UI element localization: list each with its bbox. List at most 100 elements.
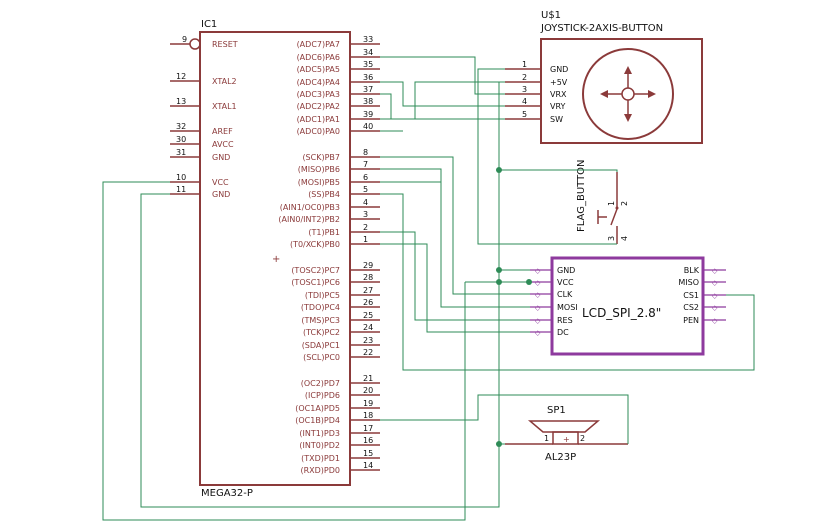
speaker-pin-num: 2 xyxy=(580,434,585,443)
flag-button-pin-num: 2 xyxy=(620,201,629,206)
lcd-pin-arrow: ◇ xyxy=(712,292,718,300)
ic1-pin-label: (ADC7)PA7 xyxy=(297,40,340,49)
ic1-pin-label: XTAL1 xyxy=(212,102,237,111)
ic1-pin-num: 6 xyxy=(363,173,368,182)
joystick-pin-num: 4 xyxy=(522,97,527,106)
lcd-symbol[interactable]: LCD_SPI_2.8" ◇GND◇VCC◇CLK◇MOSI◇RES◇DC◇BL… xyxy=(530,256,726,356)
net-spk xyxy=(380,394,629,444)
ic1-pin-num: 20 xyxy=(363,386,373,395)
lcd-pin-arrow: ◇ xyxy=(712,279,718,287)
ic1-pin-num: 38 xyxy=(363,97,373,106)
ic1-pin-label: (ADC4)PA4 xyxy=(297,78,340,87)
ic1-pin-num: 2 xyxy=(363,223,368,232)
ic1-pin-num: 25 xyxy=(363,311,373,320)
joystick-pin-num: 2 xyxy=(522,73,527,82)
ic1-pin-label: VCC xyxy=(212,178,229,187)
ic1-pin-label: (ICP)PD6 xyxy=(305,391,340,400)
ic1-pin-num: 9 xyxy=(182,35,187,44)
lcd-pins: ◇GND◇VCC◇CLK◇MOSI◇RES◇DC◇BLK◇MISO◇CS1◇CS… xyxy=(530,266,726,337)
ic1-pin-num: 10 xyxy=(176,173,186,182)
joystick-arrow-left xyxy=(600,90,608,98)
ic1-pin-label: (INT0)PD2 xyxy=(299,441,340,450)
ic1-pin-label: (SDA)PC1 xyxy=(302,341,340,350)
lcd-title: LCD_SPI_2.8" xyxy=(582,306,661,320)
lcd-pin-label: CS2 xyxy=(683,303,699,312)
net-dc xyxy=(380,243,530,333)
junction-dot xyxy=(496,279,502,285)
net-ic-vcc xyxy=(102,181,466,521)
net-flag xyxy=(380,81,505,120)
speaker-cone xyxy=(527,420,601,433)
flag-button-symbol[interactable]: FLAG_BUTTON 1 2 3 4 xyxy=(576,159,629,244)
ic1-pin-label: AREF xyxy=(212,127,233,136)
ic1-pin-num: 1 xyxy=(363,235,368,244)
joystick-name: U$1 xyxy=(541,10,561,21)
ic1-body xyxy=(199,31,351,486)
joystick-pin-num: 1 xyxy=(522,60,527,69)
lcd-body xyxy=(550,256,705,356)
ic1-pin-num: 28 xyxy=(363,273,373,282)
ic1-pin-label: (SS)PB4 xyxy=(308,190,340,199)
ic1-pin-label: (OC2)PD7 xyxy=(301,379,340,388)
flag-button-name: FLAG_BUTTON xyxy=(576,159,587,232)
joystick-pin-label: GND xyxy=(550,65,568,74)
ic1-pin-num: 30 xyxy=(176,135,186,144)
ic1-pin-num: 15 xyxy=(363,449,373,458)
net-vry xyxy=(380,81,505,107)
ic1-symbol[interactable]: IC1 MEGA32-P 9 RESET 12 XTAL2 13 XTAL1 3… xyxy=(170,19,380,499)
ic1-pin-num: 14 xyxy=(363,461,373,470)
joystick-circle xyxy=(582,48,674,140)
ic1-pin-num: 27 xyxy=(363,286,373,295)
lcd-pin-label: VCC xyxy=(557,278,574,287)
ic1-pin-num: 16 xyxy=(363,436,373,445)
net-ss xyxy=(380,193,755,371)
ic1-pin-num: 40 xyxy=(363,122,373,131)
speaker-symbol[interactable]: SP1 AL23P + 1 2 xyxy=(505,405,628,463)
lcd-pin-arrow: ◇ xyxy=(535,304,541,312)
ic1-pin-num: 39 xyxy=(363,110,373,119)
speaker-plus: + xyxy=(563,435,570,444)
joystick-symbol[interactable]: U$1 JOYSTICK-2AXIS-BUTTON 1GND2+5V3VRX4V… xyxy=(505,10,703,144)
net-vrx xyxy=(380,56,505,95)
ic1-pin-num: 19 xyxy=(363,399,373,408)
joystick-pin-label: VRX xyxy=(550,90,567,99)
ic1-pin-label: (OC1A)PD5 xyxy=(295,404,340,413)
flag-button-contact-dot xyxy=(615,206,619,210)
speaker-coil xyxy=(552,431,579,445)
lcd-pin-arrow: ◇ xyxy=(535,279,541,287)
ic1-pin-num: 37 xyxy=(363,85,373,94)
joystick-pin-label: SW xyxy=(550,115,563,124)
junction-dot xyxy=(526,279,532,285)
net-miso xyxy=(380,168,530,308)
joystick-pin-label: VRY xyxy=(550,102,566,111)
ic1-pin-num: 36 xyxy=(363,73,373,82)
ic1-pin-num: 22 xyxy=(363,348,373,357)
origin-mark: + xyxy=(272,254,280,265)
ic1-pin-label: GND xyxy=(212,190,230,199)
ic1-pin-num: 24 xyxy=(363,323,373,332)
ic1-pin-label: (TMS)PC3 xyxy=(301,316,340,325)
net-ic-gnd xyxy=(140,193,500,508)
ic1-pin-num: 34 xyxy=(363,48,373,57)
lcd-pin-arrow: ◇ xyxy=(535,267,541,275)
joystick-pin-num: 3 xyxy=(522,85,527,94)
ic1-pin-label: (AIN1/OC0)PB3 xyxy=(280,203,340,212)
lcd-pin-label: MISO xyxy=(678,278,699,287)
ic1-right-pins: 33(ADC7)PA734(ADC6)PA635(ADC5)PA536(ADC4… xyxy=(278,35,380,475)
joystick-arrow-right xyxy=(648,90,656,98)
joystick-arrow-down xyxy=(624,114,632,122)
junction-dot xyxy=(496,267,502,273)
ic1-pin-num: 23 xyxy=(363,336,373,345)
ic1-pin-num: 33 xyxy=(363,35,373,44)
ic1-pin-num: 4 xyxy=(363,198,368,207)
ic1-pin-num: 29 xyxy=(363,261,373,270)
ic1-pin-num: 21 xyxy=(363,374,373,383)
ic1-value: MEGA32-P xyxy=(201,488,253,499)
junction-dot xyxy=(496,441,502,447)
ic1-pin-label: GND xyxy=(212,153,230,162)
lcd-pin-arrow: ◇ xyxy=(712,304,718,312)
ic1-pin-num: 31 xyxy=(176,148,186,157)
ic1-pin-num: 35 xyxy=(363,60,373,69)
